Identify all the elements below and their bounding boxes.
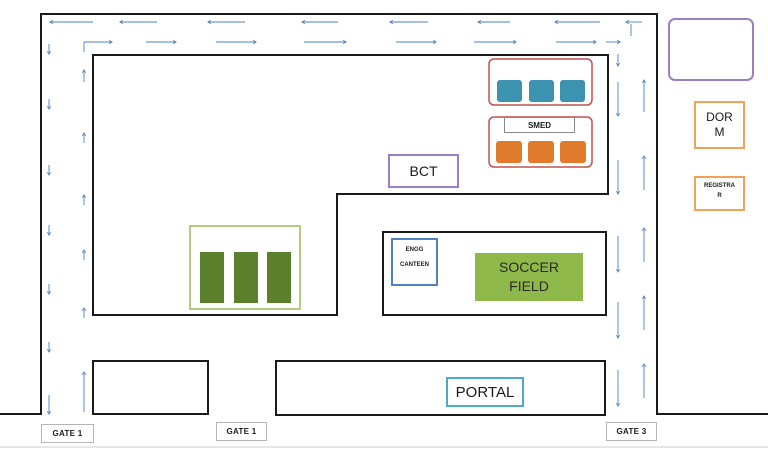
orange-block: [560, 141, 586, 163]
canteen-text: CANTEEN: [399, 262, 429, 268]
engg-text: ENGG: [405, 247, 424, 253]
dorm-text-line2: M: [714, 125, 725, 139]
gate-1-middle-text: GATE 1: [226, 427, 257, 436]
green-block: [200, 252, 224, 303]
soccer-field: [475, 253, 583, 301]
gate-3: GATE 3: [606, 422, 657, 441]
gate-1-left-text: GATE 1: [52, 429, 83, 438]
bct-text: BCT: [409, 163, 438, 179]
registrar-text-line1: REGISTRA: [703, 183, 735, 189]
portal-text: PORTAL: [455, 383, 515, 401]
teal-block: [529, 80, 554, 102]
bct-label: BCT: [388, 154, 459, 188]
soccer-field-label: SOCCER FIELD: [475, 253, 583, 301]
green-block: [234, 252, 258, 303]
portal-block: [275, 360, 606, 416]
field-text: FIELD: [509, 278, 549, 294]
smed-label: SMED: [504, 117, 575, 133]
teal-block: [560, 80, 585, 102]
smed-text: SMED: [527, 120, 552, 130]
dorm-label: DOR M: [694, 101, 745, 149]
gate-1-middle: GATE 1: [216, 422, 267, 441]
gate-1-left: GATE 1: [41, 424, 94, 443]
registrar-text-line2: R: [717, 193, 722, 199]
bottom-left-block: [92, 360, 209, 415]
green-block: [267, 252, 291, 303]
portal-label: PORTAL: [446, 377, 524, 407]
registrar-label: REGISTRA R: [694, 176, 745, 211]
route-arrows: [49, 22, 644, 414]
soccer-text: SOCCER: [499, 259, 559, 275]
purple-building: [668, 18, 754, 81]
teal-block: [497, 80, 522, 102]
orange-block: [528, 141, 554, 163]
engg-canteen-label: ENGG CANTEEN: [391, 238, 438, 286]
campus-boundary: [0, 13, 768, 415]
orange-block: [496, 141, 522, 163]
dorm-text-line1: DOR: [706, 110, 733, 124]
gate-3-text: GATE 3: [616, 427, 647, 436]
